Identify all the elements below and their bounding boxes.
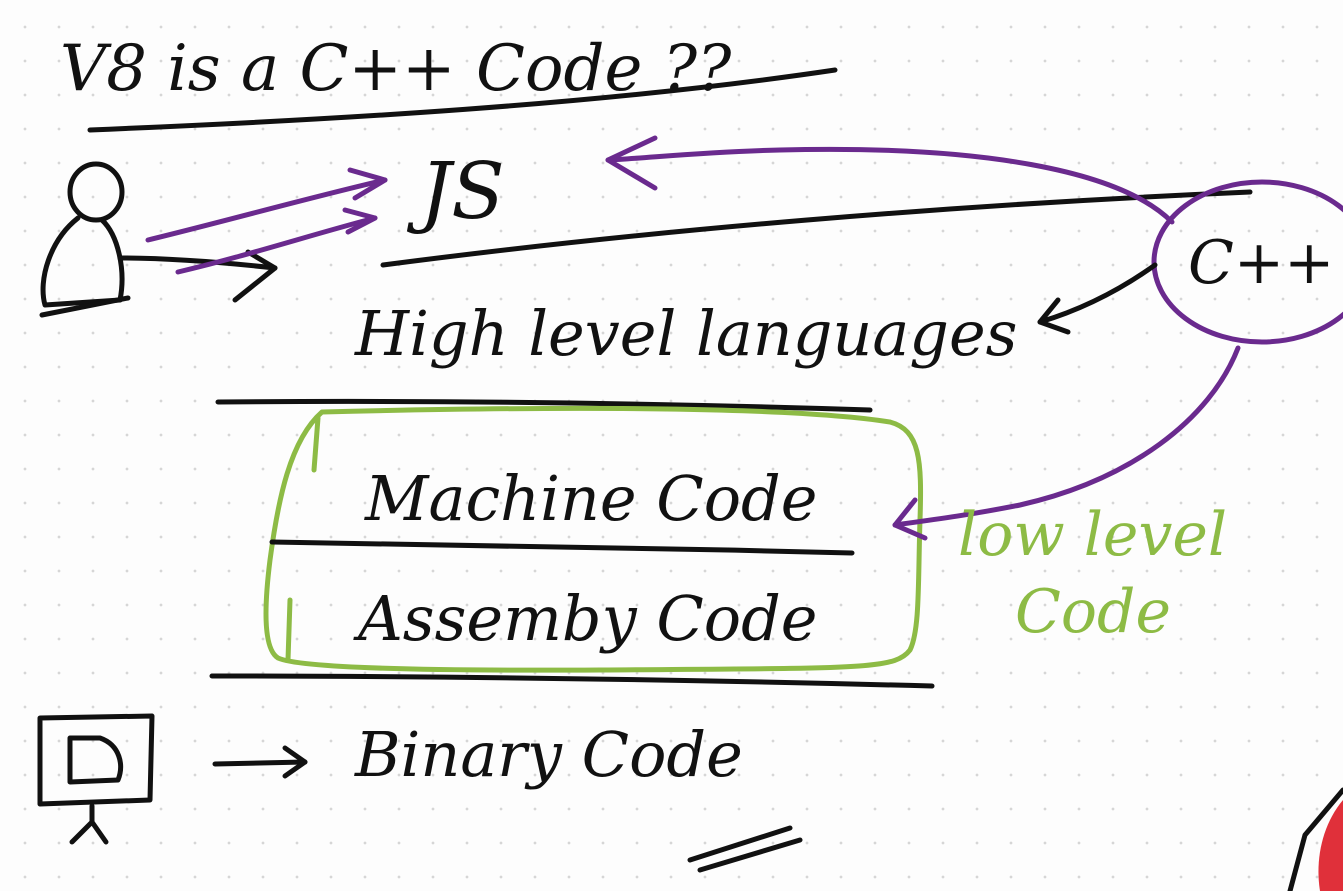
binary-code-label: Binary Code bbox=[354, 718, 743, 791]
computer-icon bbox=[37, 713, 155, 845]
cpp-label: C++ bbox=[1188, 228, 1334, 298]
arrow-head bbox=[605, 135, 658, 191]
arrow-head bbox=[342, 207, 378, 235]
high-level-label: High level languages bbox=[354, 297, 1018, 370]
person-to-js-arrow-2 bbox=[175, 215, 378, 275]
assembly-underline bbox=[209, 673, 935, 689]
person-icon bbox=[39, 161, 131, 318]
arrow-head bbox=[282, 745, 308, 779]
low-level-label-line1: low level bbox=[958, 500, 1227, 570]
pointer-object bbox=[1287, 787, 1343, 891]
person-to-high-level-arrow bbox=[117, 255, 278, 271]
computer-to-binary-arrow bbox=[212, 759, 308, 767]
cpp-to-high-level-arrow bbox=[1037, 262, 1158, 325]
cpp-to-machine-code-arrow bbox=[892, 345, 1241, 528]
low-level-box bbox=[263, 405, 924, 673]
double-underline-1 bbox=[687, 825, 793, 863]
machine-code-underline bbox=[269, 539, 855, 556]
high-level-underline bbox=[215, 398, 873, 413]
arrow-head bbox=[232, 249, 278, 303]
person-to-js-arrow-1 bbox=[145, 177, 388, 243]
arrow-head bbox=[1037, 297, 1071, 335]
cpp-circle bbox=[1151, 179, 1343, 345]
assembly-code-label: Assemby Code bbox=[353, 582, 817, 655]
js-label: JS bbox=[406, 147, 505, 237]
arrow-head bbox=[347, 167, 388, 201]
machine-code-label: Machine Code bbox=[364, 462, 817, 535]
low-level-label-line2: Code bbox=[1015, 577, 1171, 647]
title-underline bbox=[87, 67, 838, 133]
box-stroke bbox=[285, 597, 293, 663]
double-underline-2 bbox=[697, 837, 803, 873]
arrow-head bbox=[892, 497, 928, 541]
box-stroke bbox=[311, 415, 321, 473]
cpp-to-js-arrow bbox=[605, 146, 1175, 225]
js-underline bbox=[380, 189, 1253, 268]
